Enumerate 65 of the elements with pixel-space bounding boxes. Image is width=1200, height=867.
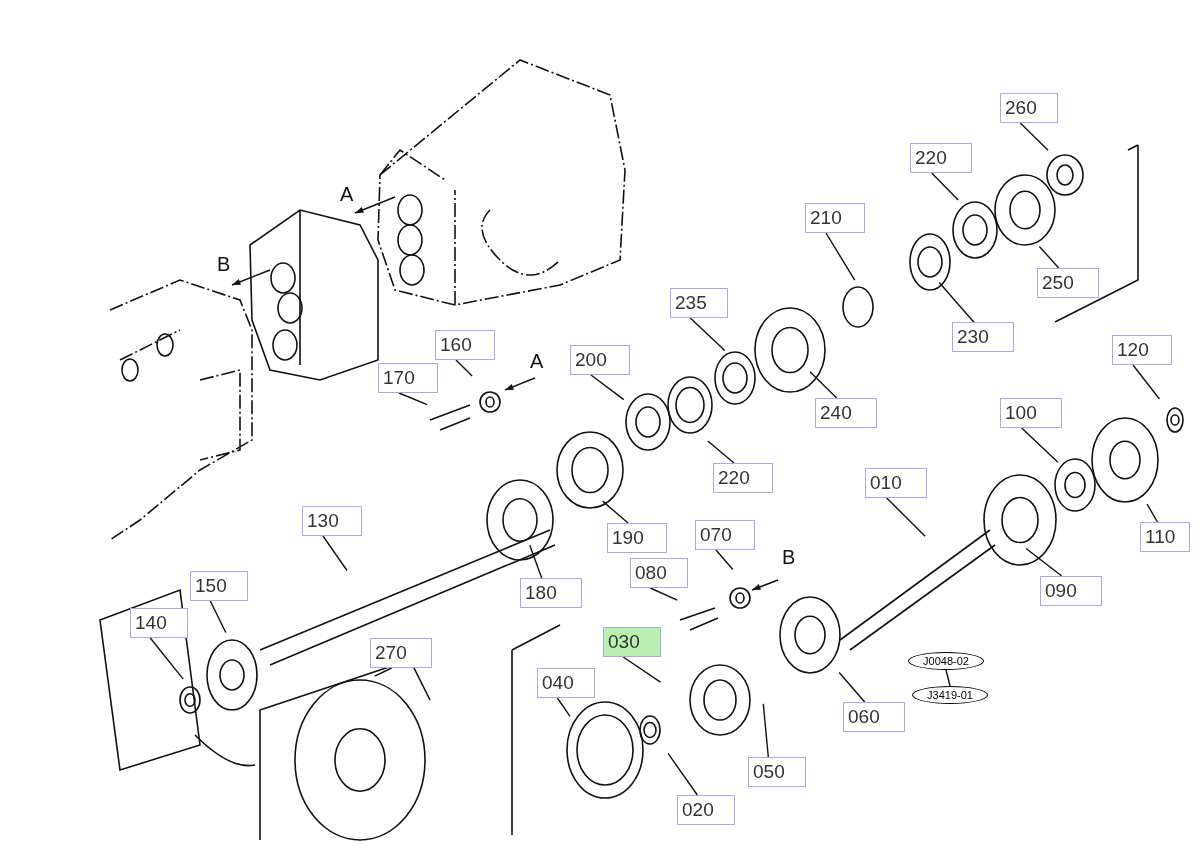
callout-number: 140: [130, 608, 188, 638]
callout-number: 260: [1000, 93, 1058, 123]
leader-line: [1146, 503, 1159, 523]
reference-letter: B: [217, 253, 231, 276]
leader-line: [590, 374, 625, 401]
callout-number: 240: [815, 398, 877, 428]
leader-line: [809, 371, 838, 399]
callout-number: 020: [677, 795, 735, 825]
callout-number: 200: [570, 345, 630, 375]
leader-line: [1132, 364, 1161, 400]
leader-line: [838, 671, 866, 703]
reference-letter: A: [530, 350, 544, 373]
leader-line: [1021, 427, 1059, 464]
leader-line: [707, 440, 735, 464]
reference-code-ellipse: J0048-02: [908, 652, 984, 670]
reference-letter: B: [782, 546, 796, 569]
callout-number: 080: [630, 558, 688, 588]
callout-number: 190: [607, 523, 667, 553]
leader-line: [601, 500, 629, 524]
leader-line: [1038, 245, 1060, 269]
leader-line: [455, 359, 473, 377]
leader-line: [529, 544, 543, 579]
callout-number: 110: [1140, 522, 1190, 552]
connector-line: [945, 669, 951, 687]
callout-number: 235: [670, 288, 728, 318]
leader-line: [622, 656, 662, 683]
leader-line: [149, 637, 184, 680]
callout-number: 010: [865, 468, 927, 498]
leader-line: [715, 549, 734, 571]
callout-number: 270: [370, 638, 432, 668]
leader-line: [322, 535, 348, 572]
callout-number: 120: [1112, 335, 1172, 365]
leader-line: [209, 600, 227, 634]
leader-line: [1019, 122, 1049, 151]
callout-number: 220: [910, 143, 972, 173]
reference-letter: A: [340, 183, 354, 206]
callout-number: 090: [1040, 576, 1102, 606]
leader-line: [689, 317, 726, 352]
callout-number: 220: [713, 463, 773, 493]
callout-number: 250: [1037, 268, 1099, 298]
callout-number: 160: [435, 330, 495, 360]
leader-line: [938, 281, 975, 323]
callout-number: 230: [952, 322, 1014, 352]
callout-number: 060: [843, 702, 905, 732]
callout-number: 030: [603, 627, 661, 657]
callout-number: 070: [695, 520, 755, 550]
leader-line: [556, 697, 571, 718]
leader-line: [1025, 547, 1063, 577]
leader-line: [398, 392, 428, 406]
callout-number: 100: [1000, 398, 1062, 428]
leader-line: [931, 172, 959, 201]
leader-line: [667, 752, 698, 796]
callout-number: 210: [805, 203, 865, 233]
callout-number: 180: [520, 578, 582, 608]
callout-number: 150: [190, 571, 248, 601]
leader-line: [886, 497, 926, 537]
leader-line: [825, 232, 856, 281]
callout-number: 040: [537, 668, 595, 698]
leader-line: [762, 703, 769, 758]
leader-line: [649, 587, 678, 601]
reference-code-ellipse: J3419-01: [912, 686, 988, 704]
callout-number: 130: [302, 506, 362, 536]
callout-number: 170: [378, 363, 438, 393]
callout-number: 050: [748, 757, 806, 787]
leader-line: [373, 667, 393, 677]
